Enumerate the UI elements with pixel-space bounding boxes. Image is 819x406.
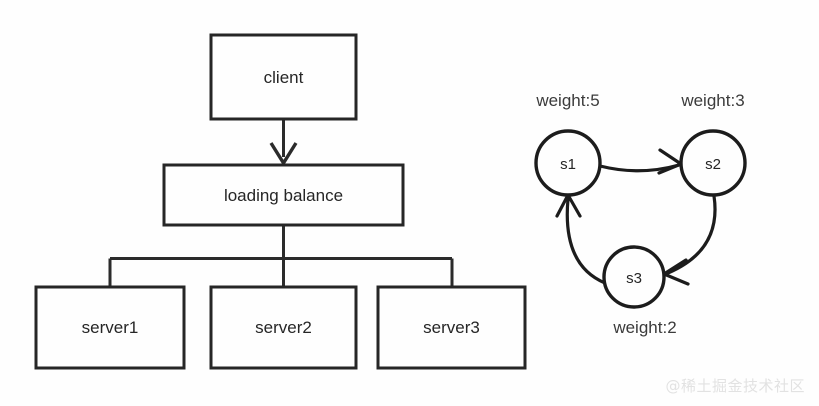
node-loading-balance-box: [162, 163, 405, 227]
watermark: @稀土掘金技术社区: [665, 377, 805, 395]
node-s1[interactable]: s1: [534, 129, 602, 197]
node-server3[interactable]: server3: [376, 285, 527, 370]
node-loading-balance[interactable]: loading balance: [162, 163, 405, 227]
node-server2-box: [209, 285, 358, 370]
node-server1[interactable]: server1: [34, 285, 186, 370]
node-s2-label: s2: [705, 156, 721, 173]
node-client-box: [209, 33, 358, 121]
node-s3-circle: [602, 245, 666, 309]
weight-label-s2: weight:3: [680, 91, 744, 110]
edge-s3-to-s1: [565, 197, 607, 285]
node-s3[interactable]: s3: [602, 245, 666, 309]
node-client-label: client: [264, 68, 304, 87]
node-loading-balance-label: loading balance: [224, 186, 343, 205]
arrowhead-client-to-loading-balance: [269, 142, 298, 167]
node-server1-label: server1: [82, 318, 139, 337]
load-balancer-tree: client loading balance server1 server2 s…: [34, 33, 527, 370]
node-s3-label: s3: [626, 270, 642, 287]
node-s1-circle: [534, 129, 602, 197]
node-server3-label: server3: [423, 318, 480, 337]
weighted-round-robin-cycle: s1 weight:5 s2 weight:3 s3 weight:2: [534, 91, 747, 337]
node-s1-label: s1: [560, 156, 576, 173]
weight-label-s1: weight:5: [535, 91, 599, 110]
node-server2[interactable]: server2: [209, 285, 358, 370]
node-client[interactable]: client: [209, 33, 358, 121]
node-s2[interactable]: s2: [679, 129, 747, 197]
node-server3-box: [376, 285, 527, 370]
weight-label-s3: weight:2: [612, 318, 676, 337]
node-server2-label: server2: [255, 318, 312, 337]
node-s2-circle: [679, 129, 747, 197]
node-server1-box: [34, 285, 186, 370]
edge-s2-to-s3: [666, 194, 717, 275]
